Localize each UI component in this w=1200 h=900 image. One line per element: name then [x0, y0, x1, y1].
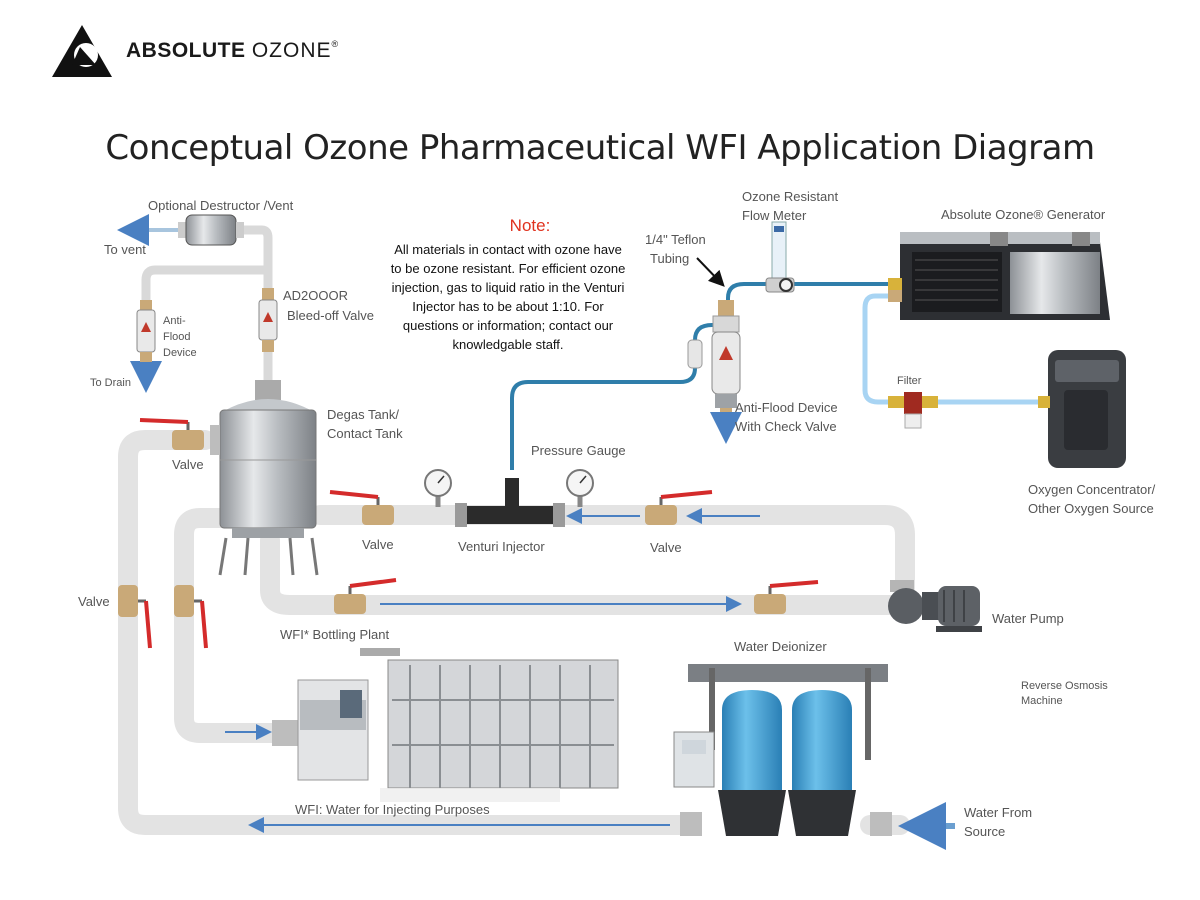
pressure-gauge-icons — [424, 469, 594, 507]
pressure-gauge-left — [424, 469, 452, 507]
anti-flood-label-2: Flood — [163, 331, 191, 343]
ozone-generator-label: Absolute Ozone® Generator — [941, 207, 1106, 222]
pressure-gauge-label: Pressure Gauge — [531, 443, 626, 458]
valve-venturi-left — [329, 490, 394, 525]
flow-meter-label-1: Ozone Resistant — [742, 189, 839, 204]
venturi-injector-icon — [455, 478, 565, 527]
absolute-ozone-logo-icon — [52, 25, 112, 77]
brand-wordmark: ABSOLUTE OZONE® — [126, 39, 339, 62]
oxygen-concentrator-icon — [1038, 350, 1126, 468]
degas-tank-label-2: Contact Tank — [327, 426, 403, 441]
check-valve-device-icon — [687, 300, 741, 420]
pressure-gauge-right — [566, 469, 594, 507]
water-source-label-1: Water From — [964, 805, 1033, 820]
anti-flood-label-3: Device — [163, 347, 197, 359]
to-drain-label: To Drain — [90, 377, 131, 389]
wfi-line-label: WFI: Water for Injecting Purposes — [295, 802, 490, 817]
teflon-tubing-label-2: Tubing — [650, 251, 690, 266]
check-valve-label-1: Anti-Flood Device — [735, 400, 838, 415]
degas-tank-label-1: Degas Tank/ — [327, 407, 400, 422]
bottling-plant-icon — [292, 648, 619, 802]
optional-destructor-icon — [178, 214, 244, 246]
check-valve-label-2: With Check Valve — [735, 419, 837, 434]
valve-venturi-right — [645, 490, 713, 525]
bleed-off-label-1: AD2OOOR — [283, 288, 349, 303]
optional-destructor-label: Optional Destructor /Vent — [148, 198, 294, 213]
pump-return-pipe — [260, 530, 900, 615]
water-source-label-2: Source — [964, 824, 1006, 839]
note-body: All materials in contact with ozone have… — [390, 242, 626, 352]
reverse-osmosis-label-2: Machine — [1021, 695, 1063, 707]
water-deionizer-label: Water Deionizer — [734, 639, 827, 654]
ozone-tubing-to-venturi — [510, 323, 718, 470]
anti-flood-device-icon — [136, 300, 156, 362]
flow-meter-icon — [765, 221, 795, 293]
bottling-plant-label: WFI* Bottling Plant — [280, 627, 390, 642]
filter-label: Filter — [897, 375, 922, 387]
brand-logo: ABSOLUTE OZONE® — [52, 25, 339, 77]
reverse-osmosis-label-1: Reverse Osmosis — [1021, 680, 1108, 692]
venturi-injector-label: Venturi Injector — [458, 539, 545, 554]
ozone-tubing-from-generator — [726, 282, 890, 312]
teflon-tubing-label-1: 1/4" Teflon — [645, 232, 706, 247]
bleed-off-label-2: Bleed-off Valve — [287, 308, 374, 323]
anti-flood-label-1: Anti- — [163, 315, 186, 327]
water-pipes — [118, 430, 915, 835]
bleed-off-valve-icon — [258, 288, 278, 352]
valve-label-top-left: Valve — [172, 457, 204, 472]
valve-lower-right — [754, 580, 819, 614]
water-pump-label: Water Pump — [992, 611, 1064, 626]
to-vent-label: To vent — [104, 242, 146, 257]
filter-icon — [888, 392, 938, 429]
valve-vertical-right — [174, 585, 208, 649]
valve-lower-left — [334, 578, 397, 614]
note-heading: Note: — [509, 216, 551, 235]
flow-arrows — [225, 508, 760, 833]
flow-meter-label-2: Flow Meter — [742, 208, 807, 223]
teflon-pointer-arrow — [696, 257, 725, 287]
valve-label-vertical: Valve — [78, 594, 110, 609]
venturi-loop-pipe — [310, 505, 915, 600]
water-deionizer-icon — [673, 664, 892, 836]
valve-icons — [118, 418, 819, 649]
valve-label-venturi-left: Valve — [362, 537, 394, 552]
pipe-couplings — [210, 425, 294, 746]
oxygen-tube — [862, 293, 1045, 405]
valve-vertical-left — [118, 585, 152, 649]
degas-tank-icon — [218, 380, 319, 576]
valve-label-venturi-right: Valve — [650, 540, 682, 555]
page-title: Conceptual Ozone Pharmaceutical WFI Appl… — [105, 128, 1095, 168]
ozone-generator-icon — [888, 232, 1110, 320]
valve-top-left — [139, 418, 204, 450]
oxygen-concentrator-label-1: Oxygen Concentrator/ — [1028, 482, 1156, 497]
bottling-feed-pipe — [174, 508, 300, 743]
vent-pipes — [141, 225, 273, 400]
wfi-return-pipe — [118, 430, 700, 835]
oxygen-concentrator-label-2: Other Oxygen Source — [1028, 501, 1154, 516]
water-pump-icon — [888, 580, 982, 632]
